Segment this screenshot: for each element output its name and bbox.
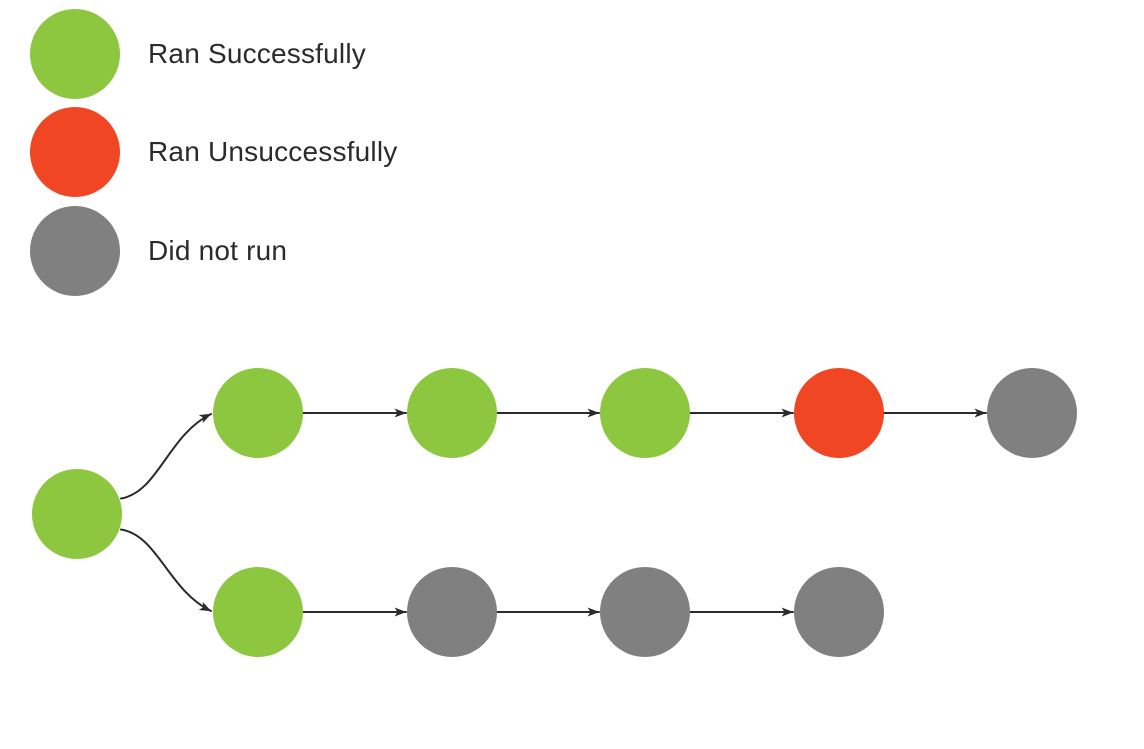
legend-label-success: Ran Successfully <box>148 38 366 69</box>
graph-node-bottom-1 <box>213 567 303 657</box>
edges-layer <box>120 408 987 617</box>
legend-item-not-run: Did not run <box>30 206 397 296</box>
legend: Ran Successfully Ran Unsuccessfully Did … <box>30 9 397 304</box>
failure-dot <box>30 107 120 197</box>
edge-root-bottom-1 <box>120 528 212 612</box>
legend-item-failure: Ran Unsuccessfully <box>30 107 397 197</box>
legend-item-success: Ran Successfully <box>30 9 397 99</box>
graph-node-top-3 <box>600 368 690 458</box>
graph-node-top-5 <box>987 368 1077 458</box>
graph-node-bottom-3 <box>600 567 690 657</box>
success-dot <box>30 9 120 99</box>
edge-root-top-1 <box>120 413 212 500</box>
legend-label-failure: Ran Unsuccessfully <box>148 136 398 167</box>
nodes-layer <box>32 368 1077 657</box>
legend-label-not-run: Did not run <box>148 235 288 266</box>
graph-node-bottom-4 <box>794 567 884 657</box>
graph-node-top-2 <box>407 368 497 458</box>
not-run-dot <box>30 206 120 296</box>
graph-node-bottom-2 <box>407 567 497 657</box>
graph-node-top-1 <box>213 368 303 458</box>
graph-node-top-4 <box>794 368 884 458</box>
graph-node-root <box>32 469 122 559</box>
